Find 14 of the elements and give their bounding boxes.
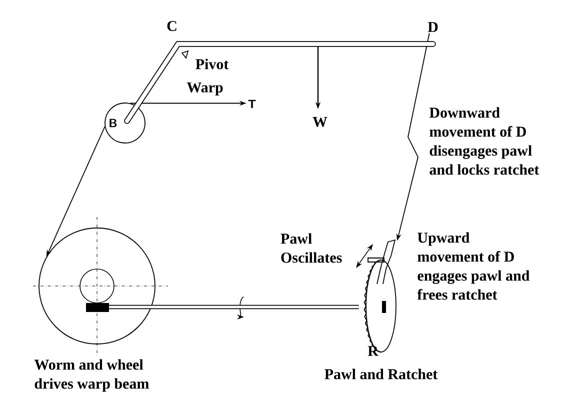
note-text: Upward movement of D engages pawl and frees ratchet	[417, 232, 530, 300]
pivot-label: Pivot	[196, 58, 229, 70]
force-label: W	[312, 116, 328, 128]
shaft-line	[109, 304, 359, 310]
edge-label: Warp	[186, 82, 223, 96]
note-text: Pawl Oscillates	[280, 233, 342, 263]
caption: Pawl and Ratchet	[324, 368, 438, 380]
note-text: Downward movement of D disengages pawl and locks ratchet	[429, 107, 540, 175]
lever-arm	[124, 41, 436, 124]
warp-beam-wheel	[38, 228, 156, 344]
point-letter: T	[248, 100, 256, 108]
caption: Worm and wheel drives warp beam	[34, 359, 149, 392]
point-letter: C	[167, 20, 176, 32]
point-letter: D	[428, 22, 438, 32]
